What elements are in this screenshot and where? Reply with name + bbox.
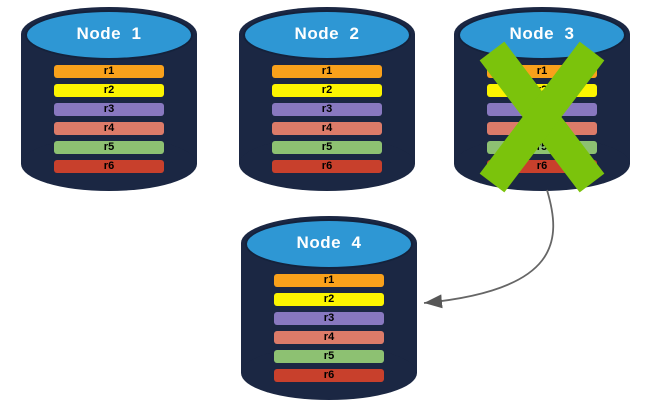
node-label: Node 2 bbox=[294, 24, 360, 43]
replica-bar: r2 bbox=[54, 84, 164, 97]
replica-bar: r4 bbox=[54, 122, 164, 135]
node-cylinder-4: Node 4 r1 r2 r3 r4 r5 r6 bbox=[241, 216, 417, 400]
replica-list: r1 r2 r3 r4 r5 r6 bbox=[274, 274, 384, 388]
node-label: Node 4 bbox=[296, 233, 362, 252]
replica-bar: r1 bbox=[54, 65, 164, 78]
replica-bar: r6 bbox=[274, 369, 384, 382]
replica-bar: r1 bbox=[274, 274, 384, 287]
node-label: Node 3 bbox=[509, 24, 575, 43]
replica-bar: r5 bbox=[272, 141, 382, 154]
replica-bar: r1 bbox=[272, 65, 382, 78]
replica-bar: r5 bbox=[54, 141, 164, 154]
replica-bar: r6 bbox=[272, 160, 382, 173]
replica-list: r1 r2 r3 r4 r5 r6 bbox=[54, 65, 164, 179]
cylinder-top-face bbox=[458, 10, 626, 60]
node-cylinder-2: Node 2 r1 r2 r3 r4 r5 r6 bbox=[239, 7, 415, 191]
replica-bar: r5 bbox=[274, 350, 384, 363]
replica-bar: r2 bbox=[274, 293, 384, 306]
replica-bar: r2 bbox=[272, 84, 382, 97]
cylinder-top-face bbox=[245, 219, 413, 269]
replica-bar: r4 bbox=[272, 122, 382, 135]
replica-bar: r4 bbox=[274, 331, 384, 344]
replica-bar: r6 bbox=[54, 160, 164, 173]
replica-bar: r3 bbox=[274, 312, 384, 325]
node-cylinder-1: Node 1 r1 r2 r3 r4 r5 r6 bbox=[21, 7, 197, 191]
arrow-curve bbox=[423, 189, 555, 309]
node-label: Node 1 bbox=[76, 24, 142, 43]
replica-list: r1 r2 r3 r4 r5 r6 bbox=[272, 65, 382, 179]
cylinder-top-face bbox=[243, 10, 411, 60]
replica-bar: r3 bbox=[272, 103, 382, 116]
cylinder-top-face bbox=[25, 10, 193, 60]
replica-bar: r3 bbox=[54, 103, 164, 116]
failure-x-icon bbox=[479, 41, 605, 193]
node-cylinder-3: Node 3 r1 r2 r3 r4 r5 r6 bbox=[454, 7, 630, 193]
